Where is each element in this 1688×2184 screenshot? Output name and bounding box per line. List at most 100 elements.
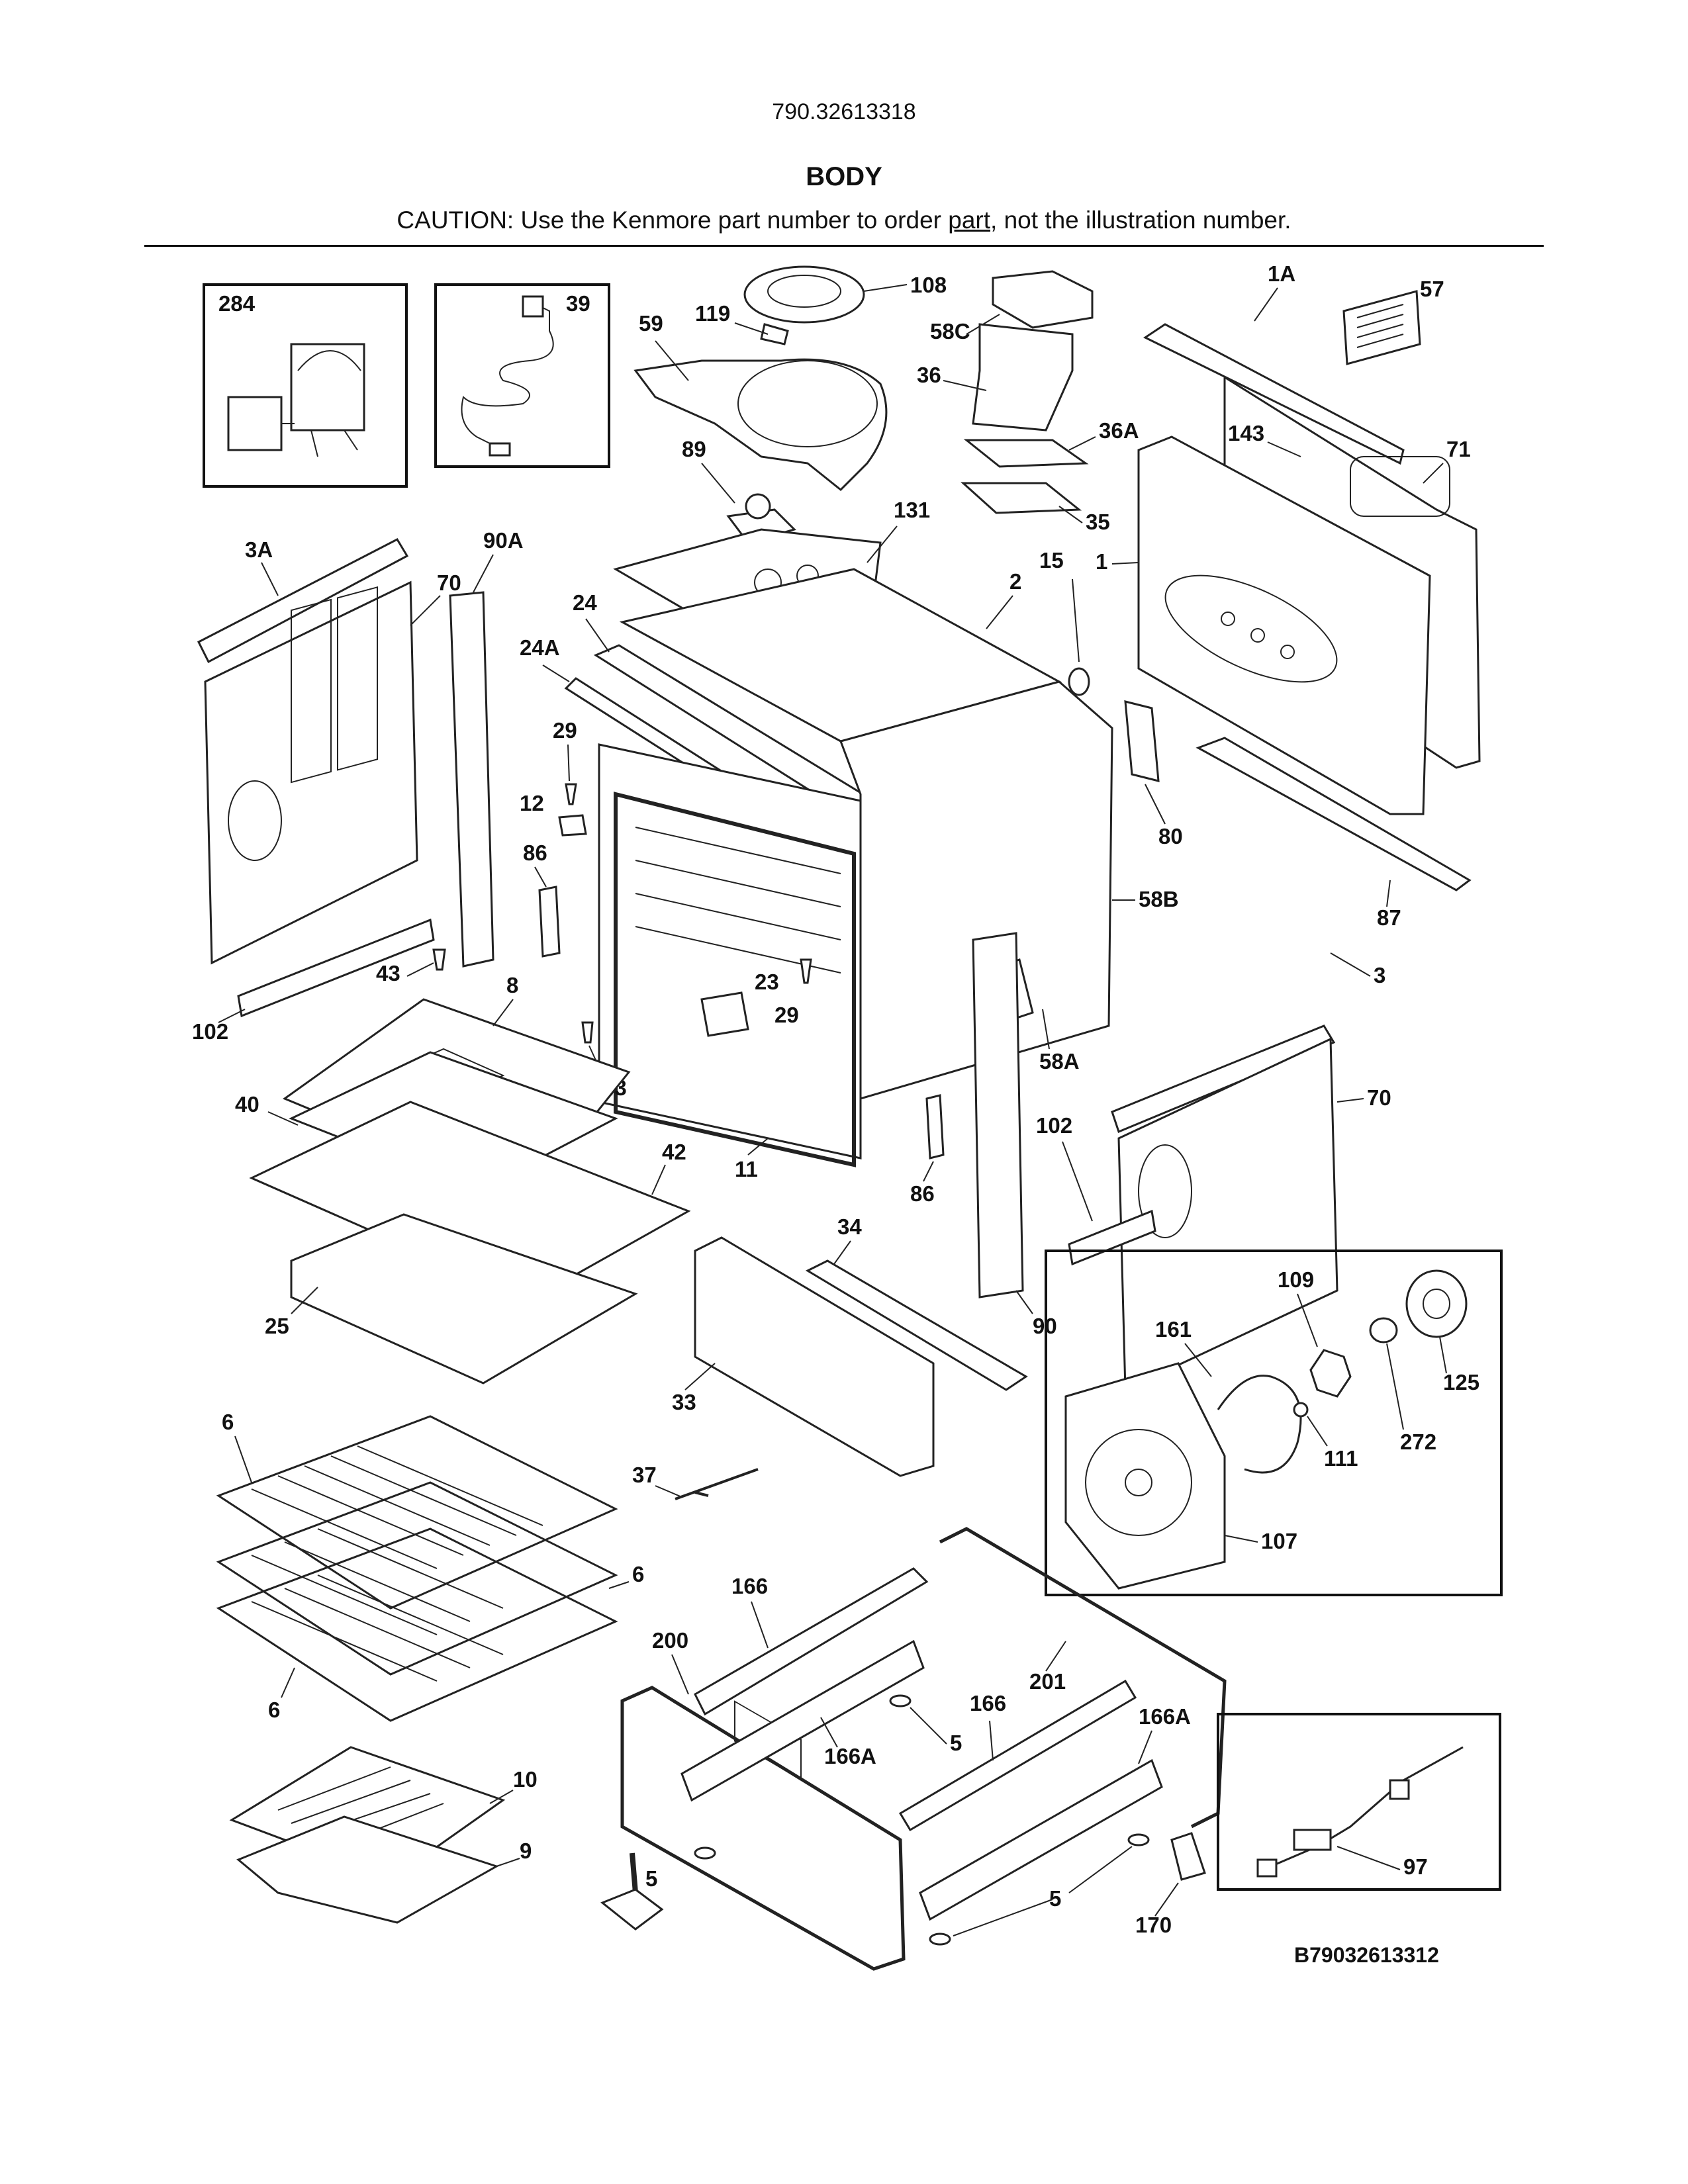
- callout-33: 33: [672, 1390, 696, 1414]
- part-oven-cavity[interactable]: [598, 743, 862, 1160]
- callout-6-middle: 6: [632, 1562, 644, 1586]
- part-29-screw-top[interactable]: [565, 783, 577, 805]
- callout-12: 12: [520, 791, 544, 815]
- callout-42: 42: [662, 1140, 686, 1164]
- callout-86-left: 86: [523, 841, 547, 865]
- part-109-fan-blade[interactable]: [1309, 1349, 1352, 1398]
- part-161-fan-bracket[interactable]: [1217, 1375, 1302, 1474]
- part-15-temp-probe[interactable]: [1068, 578, 1090, 696]
- diagram-code: B79032613312: [1294, 1943, 1439, 1967]
- callout-70-left: 70: [437, 570, 461, 595]
- callout-272: 272: [1400, 1430, 1436, 1454]
- callout-89: 89: [682, 437, 706, 461]
- part-90A-side-trim[interactable]: [449, 591, 494, 968]
- callout-40: 40: [235, 1092, 259, 1116]
- part-25-bottom-cover[interactable]: [290, 1213, 638, 1385]
- callout-201: 201: [1029, 1669, 1066, 1694]
- part-23-light-lens[interactable]: [700, 991, 749, 1037]
- part-12-lamp-socket[interactable]: [558, 814, 587, 837]
- part-36A-gasket[interactable]: [963, 439, 1089, 468]
- part-6-rack-bottom[interactable]: [216, 1527, 618, 1722]
- part-284-relay[interactable]: [227, 343, 365, 457]
- part-111-nut[interactable]: [1293, 1402, 1309, 1418]
- callout-87: 87: [1377, 905, 1401, 930]
- callout-15: 15: [1039, 548, 1064, 572]
- part-36-duct[interactable]: [972, 323, 1074, 432]
- callout-8: 8: [506, 973, 518, 997]
- part-35-pad[interactable]: [961, 482, 1082, 514]
- part-29-screw-lower[interactable]: [800, 958, 812, 984]
- part-108-convection-element[interactable]: [743, 265, 865, 324]
- part-57-vent-cover[interactable]: [1342, 290, 1421, 365]
- callout-34: 34: [837, 1214, 862, 1239]
- callout-58A: 58A: [1039, 1049, 1080, 1073]
- part-43-screw-right[interactable]: [581, 1021, 594, 1044]
- callout-11: 11: [735, 1157, 758, 1181]
- part-272-spacer[interactable]: [1369, 1317, 1398, 1343]
- part-59-fan-shroud[interactable]: [633, 358, 888, 492]
- callout-1A: 1A: [1268, 261, 1295, 286]
- callout-108: 108: [910, 273, 947, 297]
- part-11-door-gasket[interactable]: [614, 792, 856, 1167]
- part-5-foot-front[interactable]: [694, 1846, 716, 1860]
- callout-6-top: 6: [222, 1410, 234, 1434]
- caution-part-link[interactable]: part: [948, 206, 991, 234]
- part-201-rear-frame[interactable]: [939, 1527, 1227, 1829]
- callout-6-bottom: 6: [268, 1698, 280, 1722]
- part-5-leveling-leg-large[interactable]: [600, 1852, 664, 1931]
- caution-note: CAUTION: Use the Kenmore part number to …: [0, 206, 1688, 234]
- callout-111: 111: [1324, 1446, 1358, 1471]
- callout-70-right: 70: [1367, 1085, 1391, 1110]
- part-86-hinge-right[interactable]: [925, 1094, 945, 1160]
- part-1-rear-panel[interactable]: [1137, 435, 1431, 815]
- part-1A-top-bracket[interactable]: [1143, 323, 1405, 465]
- part-86-hinge-left[interactable]: [538, 886, 561, 958]
- callout-59: 59: [639, 311, 663, 336]
- callout-39: 39: [566, 291, 590, 316]
- part-200-front-frame[interactable]: [620, 1686, 906, 1971]
- part-37-wire[interactable]: [675, 1468, 759, 1500]
- part-80-bracket[interactable]: [1124, 700, 1160, 782]
- callout-2: 2: [1009, 569, 1021, 594]
- part-43-screw-left[interactable]: [432, 948, 446, 971]
- inset-box-39: [434, 283, 610, 468]
- callout-9: 9: [520, 1839, 532, 1863]
- part-87-lower-bracket[interactable]: [1196, 737, 1472, 891]
- part-39-power-cord[interactable]: [461, 295, 554, 457]
- part-58C-insulation-block[interactable]: [992, 270, 1094, 329]
- part-166-lower-rail[interactable]: [898, 1679, 1137, 1832]
- part-166A-right-support[interactable]: [919, 1758, 1163, 1921]
- callout-143: 143: [1228, 421, 1264, 445]
- part-166-upper-rail[interactable]: [694, 1567, 929, 1716]
- callout-10: 10: [513, 1767, 538, 1792]
- part-107-fan-cover[interactable]: [1064, 1362, 1226, 1590]
- part-58B-insulation[interactable]: [839, 680, 1113, 1101]
- part-9-broil-pan[interactable]: [236, 1815, 499, 1924]
- part-5-foot-rear[interactable]: [929, 1833, 1150, 1946]
- part-70-right-side-panel[interactable]: [1117, 1037, 1338, 1392]
- part-6-rack-top[interactable]: [216, 1415, 618, 1610]
- part-90-side-trim[interactable]: [972, 932, 1024, 1298]
- part-97-wire-harness[interactable]: [1256, 1746, 1464, 1878]
- part-34-door-trim[interactable]: [805, 1259, 1028, 1391]
- callout-37: 37: [632, 1463, 657, 1487]
- part-102-left-rail[interactable]: [237, 918, 435, 1018]
- callout-161: 161: [1155, 1317, 1192, 1342]
- part-70-left-side-panel[interactable]: [204, 580, 418, 965]
- callout-35: 35: [1086, 510, 1110, 534]
- part-3A-side-bracket[interactable]: [197, 538, 409, 664]
- callout-36: 36: [917, 363, 941, 387]
- part-166A-left-support[interactable]: [680, 1639, 925, 1802]
- callout-58C: 58C: [930, 319, 970, 343]
- header-rule: [144, 245, 1544, 247]
- part-170-bracket[interactable]: [1170, 1832, 1206, 1881]
- part-125-fan-motor[interactable]: [1405, 1269, 1468, 1338]
- part-3-side-bracket[interactable]: [1111, 1024, 1336, 1134]
- callout-36A: 36A: [1099, 418, 1139, 443]
- inset-box-284: [203, 283, 408, 488]
- callout-166A-left: 166A: [824, 1744, 876, 1768]
- part-119-sensor[interactable]: [760, 323, 789, 345]
- part-5-foot-mid[interactable]: [889, 1694, 912, 1707]
- callout-57: 57: [1420, 277, 1444, 301]
- callout-23: 23: [755, 970, 779, 994]
